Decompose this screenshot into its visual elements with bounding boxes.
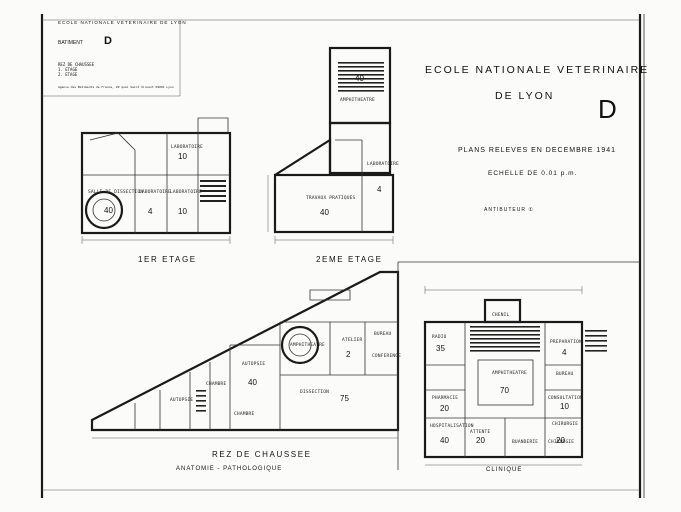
cl-room-12-label: CHIRURGIE xyxy=(548,440,575,445)
ground-floor-subcaption: ANATOMIE - PATHOLOGIQUE xyxy=(176,466,283,472)
title-line-2: DE LYON xyxy=(495,90,555,102)
building-letter: D xyxy=(104,35,112,47)
header-note: Agence des Batiments de France, 20 quai … xyxy=(58,85,174,89)
first-floor-caption: 1ER ETAGE xyxy=(138,255,197,264)
first-floor-plan xyxy=(80,117,232,244)
gf-room-8-label: CHAMBRE xyxy=(234,412,255,417)
cl-room-7-num: 20 xyxy=(440,404,449,413)
author-text: ANTIBUTEUR ① xyxy=(484,207,534,213)
title-line-1: ECOLE NATIONALE VETERINAIRE xyxy=(425,64,650,76)
level-3: 2. ETAGE xyxy=(58,72,78,77)
ff-room-3-num: 4 xyxy=(148,207,153,216)
level-2: 1. ETAGE xyxy=(58,67,78,72)
second-floor-plan xyxy=(267,46,395,244)
ff-room-4-label: LABORATOIRE xyxy=(170,190,203,195)
ff-room-1-num: 10 xyxy=(178,152,187,161)
ff-room-4-num: 10 xyxy=(178,207,187,216)
gf-room-3-label: BUREAU xyxy=(374,332,392,337)
cl-room-9-label: HOSPITALISATION xyxy=(430,424,474,429)
gf-room-2-num: 2 xyxy=(346,350,351,359)
cl-room-6-label: CONSULTATION xyxy=(548,396,583,401)
cl-room-8-label: CHIRURGIE xyxy=(552,422,579,427)
title-big-letter: D xyxy=(598,94,617,124)
cl-room-3-label: PREPARATION xyxy=(550,340,583,345)
gf-room-9-label: CHAMBRE xyxy=(206,382,227,387)
ff-room-1-label: LABORATOIRE xyxy=(171,145,204,150)
sf-room-2-label: AMPHITHEATRE xyxy=(340,98,375,103)
cl-room-5-num: 70 xyxy=(500,386,509,395)
institution-line: ECOLE NATIONALE VETERINAIRE DE LYON xyxy=(58,20,187,25)
cl-room-7-label: PHARMACIE xyxy=(432,396,459,401)
gf-room-1-label: AMPHITHEATRE xyxy=(290,343,325,348)
gf-room-6-label: DISSECTION xyxy=(300,390,330,395)
sf-room-4-label: TRAVAUX PRATIQUES xyxy=(306,196,356,201)
cl-room-10-label: ATTENTE xyxy=(470,430,491,435)
sf-room-4-num: 40 xyxy=(320,208,329,217)
gf-room-7-label: AUTOPSIE xyxy=(170,398,194,403)
clinic-subcaption: CLINIQUE xyxy=(486,467,523,473)
cl-room-3-num: 4 xyxy=(562,348,567,357)
ff-room-2-label: SALLE DE DISSECTION xyxy=(88,190,144,195)
gf-room-2-label: ATELIER xyxy=(342,338,363,343)
cl-room-2-label: RADIO xyxy=(432,335,447,340)
ff-room-3-label: LABORATOIRE xyxy=(139,190,172,195)
cl-room-5-label: AMPHITHEATRE xyxy=(492,371,527,376)
clinic-plan xyxy=(397,261,640,470)
gf-room-6-num: 75 xyxy=(340,394,349,403)
level-1: REZ DE CHAUSSEE xyxy=(58,62,95,67)
cl-room-12-num: 20 xyxy=(556,436,565,445)
building-label: BATIMENT xyxy=(58,40,83,46)
sf-room-5-num: 4 xyxy=(377,185,382,194)
cl-room-4-label: BUREAU xyxy=(556,372,574,377)
plans-date: PLANS RELEVES EN DECEMBRE 1941 xyxy=(458,147,616,154)
gf-room-5-num: 40 xyxy=(248,378,257,387)
second-floor-caption: 2EME ETAGE xyxy=(316,255,383,264)
sf-room-1-num: 40 xyxy=(355,74,364,83)
cl-room-6-num: 10 xyxy=(560,402,569,411)
scale-text: ECHELLE DE 0.01 p.m. xyxy=(488,170,578,177)
cl-room-1-label: CHENIL xyxy=(492,313,510,318)
sf-room-3-label: LABORATOIRE xyxy=(367,162,400,167)
gf-room-5-label: AUTOPSIE xyxy=(242,362,266,367)
cl-room-10-num: 20 xyxy=(476,436,485,445)
ff-room-2-num: 40 xyxy=(104,206,113,215)
gf-room-4-label: CONFERENCE xyxy=(372,354,402,359)
ground-floor-caption: REZ DE CHAUSSEE xyxy=(212,450,312,459)
cl-room-2-num: 35 xyxy=(436,344,445,353)
cl-room-11-label: BUANDERIE xyxy=(512,440,539,445)
cl-room-9-num: 40 xyxy=(440,436,449,445)
